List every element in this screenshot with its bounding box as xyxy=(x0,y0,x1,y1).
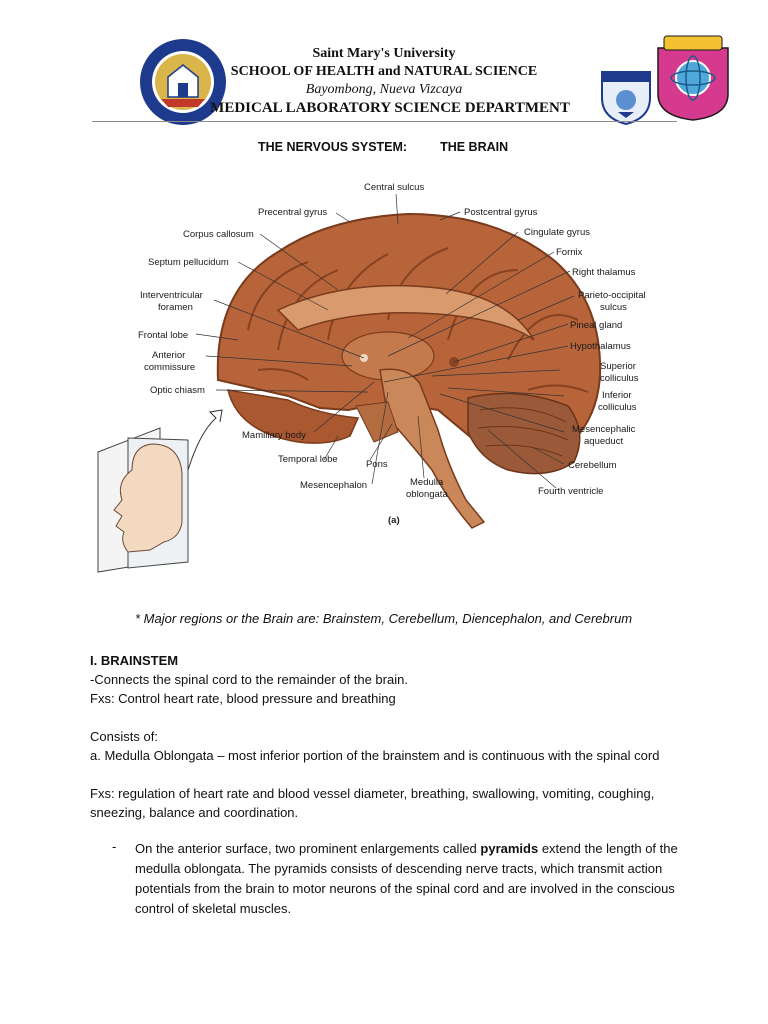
label-anterior: Anterior xyxy=(152,350,185,361)
section-heading-brainstem: I. BRAINSTEM xyxy=(90,653,179,668)
label-optic-chiasm: Optic chiasm xyxy=(150,385,205,396)
label-colliculus-inferior: colliculus xyxy=(598,402,637,413)
title-left: THE NERVOUS SYSTEM: xyxy=(258,140,408,154)
school-name: SCHOOL OF HEALTH and NATURAL SCIENCE xyxy=(230,64,538,79)
label-interventricular: Interventricular xyxy=(140,290,203,301)
label-mesencephalic: Mesencephalic xyxy=(572,424,636,435)
label-aqueduct: aqueduct xyxy=(584,436,623,447)
label-mamillary-body: Mamillary body xyxy=(242,430,306,441)
label-fourth-ventricle: Fourth ventricle xyxy=(538,486,603,497)
brainstem-functions: Fxs: Control heart rate, blood pressure … xyxy=(90,691,396,706)
label-hypothalamus: Hypothalamus xyxy=(570,341,631,352)
major-regions-note: * Major regions or the Brain are: Brains… xyxy=(135,611,633,626)
shield-seal-logo xyxy=(601,71,651,126)
pyramids-text-before: On the anterior surface, two prominent e… xyxy=(135,841,481,856)
document-title: THE NERVOUS SYSTEM: THE BRAIN xyxy=(258,140,508,154)
medulla-functions: Fxs: regulation of heart rate and blood … xyxy=(90,786,655,820)
label-superior: Superior xyxy=(600,361,636,372)
label-sulcus: sulcus xyxy=(600,302,627,313)
label-right-thalamus: Right thalamus xyxy=(572,267,636,278)
brainstem-definition: -Connects the spinal cord to the remaind… xyxy=(90,672,408,687)
label-commissure: commissure xyxy=(144,362,195,373)
bullet-marker: - xyxy=(112,839,117,854)
label-precentral-gyrus: Precentral gyrus xyxy=(258,207,327,218)
label-parieto-occipital: Parieto-occipital xyxy=(578,290,646,301)
school-location: Bayombong, Nueva Vizcaya xyxy=(305,82,463,97)
label-central-sulcus: Central sulcus xyxy=(364,182,424,193)
header-divider xyxy=(92,121,677,122)
label-postcentral-gyrus: Postcentral gyrus xyxy=(464,207,538,218)
pyramids-paragraph: On the anterior surface, two prominent e… xyxy=(135,839,680,919)
university-seal-logo xyxy=(140,39,226,125)
label-septum-pellucidum: Septum pellucidum xyxy=(148,257,229,268)
medulla-definition: a. Medulla Oblongata – most inferior por… xyxy=(90,748,660,763)
label-colliculus-superior: colliculus xyxy=(600,373,639,384)
diagram-labels: Central sulcus Precentral gyrus Postcent… xyxy=(138,182,646,526)
label-foramen: foramen xyxy=(158,302,193,313)
consists-of-label: Consists of: xyxy=(90,729,158,744)
leader-lines xyxy=(195,193,575,489)
label-mesencephalon: Mesencephalon xyxy=(300,480,367,491)
label-cerebellum: Cerebellum xyxy=(568,460,617,471)
label-pineal-gland: Pineal gland xyxy=(570,320,622,331)
brain-sagittal-diagram: Central sulcus Precentral gyrus Postcent… xyxy=(97,182,646,573)
label-temporal-lobe: Temporal lobe xyxy=(278,454,338,465)
figure-caption: (a) xyxy=(388,515,400,526)
pyramids-term: pyramids xyxy=(480,841,539,856)
label-medulla: Medulla xyxy=(410,477,444,488)
brain-illustration xyxy=(216,212,602,529)
title-right: THE BRAIN xyxy=(440,140,509,154)
shns-seal-logo xyxy=(657,35,729,121)
label-oblongata: oblongata xyxy=(406,489,448,500)
label-corpus-callosum: Corpus callosum xyxy=(183,229,254,240)
label-frontal-lobe: Frontal lobe xyxy=(138,330,188,341)
label-cingulate-gyrus: Cingulate gyrus xyxy=(524,227,590,238)
head-orientation-inset xyxy=(97,409,223,573)
university-name: Saint Mary's University xyxy=(312,46,456,61)
label-pons: Pons xyxy=(366,459,388,470)
label-inferior: Inferior xyxy=(602,390,632,401)
label-fornix: Fornix xyxy=(556,247,583,258)
letterhead: Saint Mary's University SCHOOL OF HEALTH… xyxy=(0,0,768,126)
pyramids-text-after: extend the length of the medulla oblonga… xyxy=(135,841,678,916)
department-name: MEDICAL LABORATORY SCIENCE DEPARTMENT xyxy=(210,100,570,116)
